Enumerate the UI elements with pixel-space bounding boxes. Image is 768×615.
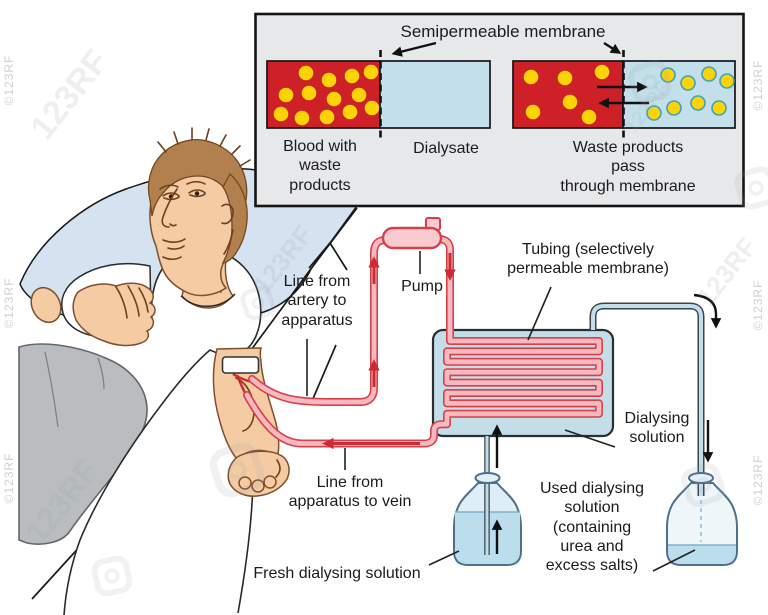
pump-body xyxy=(381,226,443,250)
waste-dots xyxy=(273,64,380,126)
patient-head xyxy=(147,127,251,309)
watermark-edge: ©123RF xyxy=(751,454,765,506)
fresh-solution-label: Fresh dialysing solution xyxy=(253,565,421,582)
flow-arrows xyxy=(322,253,722,554)
inset-left-diagram xyxy=(266,50,491,139)
waste-dots-blood-side xyxy=(523,64,610,125)
dialysate-out-curved-arrow xyxy=(693,293,722,329)
vein-line-label: Line from apparatus to vein xyxy=(288,474,412,511)
watermark-edge: ©123RF xyxy=(751,59,765,111)
watermark-edge: ©123RF xyxy=(2,452,16,504)
pump xyxy=(381,217,443,250)
tubing-label: Tubing (selectively permeable membrane) xyxy=(507,241,669,278)
inset-panel xyxy=(254,12,745,208)
pointer-lines xyxy=(306,251,696,572)
used-bottle xyxy=(666,482,738,566)
used-liquid xyxy=(668,545,736,564)
elbow xyxy=(30,286,62,324)
watermark-edge: ©123RF xyxy=(2,54,16,106)
waste-pass-label: Waste products pass through membrane xyxy=(560,139,696,195)
left-arm xyxy=(30,282,156,347)
watermark-edge: ©123RF xyxy=(751,279,765,331)
artery-line-label: Line from artery to apparatus xyxy=(281,273,353,329)
collar-line xyxy=(180,293,236,308)
dialysate-label: Dialysate xyxy=(413,140,479,157)
used-solution-pointer xyxy=(652,549,696,572)
dialysing-solution-label: Dialysing solution xyxy=(624,410,690,447)
fresh-solution-pointer xyxy=(428,550,460,566)
dialysate-compartment xyxy=(379,60,491,129)
inset-right-diagram xyxy=(512,50,736,139)
used-solution-label: Used dialysing solution (containing urea… xyxy=(539,480,645,575)
left-hand xyxy=(72,282,156,347)
fresh-bottle-collar xyxy=(474,472,501,484)
waste-dots-dialysate-side xyxy=(646,66,735,121)
face-features xyxy=(159,180,234,261)
watermark-edge: ©123RF xyxy=(2,277,16,329)
pump-label: Pump xyxy=(401,278,443,295)
inset-title: Semipermeable membrane xyxy=(400,22,606,41)
tubing-pointer xyxy=(527,286,552,341)
dialysing-solution-pointer xyxy=(564,429,616,448)
blood-tubes xyxy=(243,235,603,448)
cuff xyxy=(221,356,260,374)
blood-with-waste-label: Blood with waste products xyxy=(283,138,357,194)
title-pointer-arrows xyxy=(391,41,622,57)
